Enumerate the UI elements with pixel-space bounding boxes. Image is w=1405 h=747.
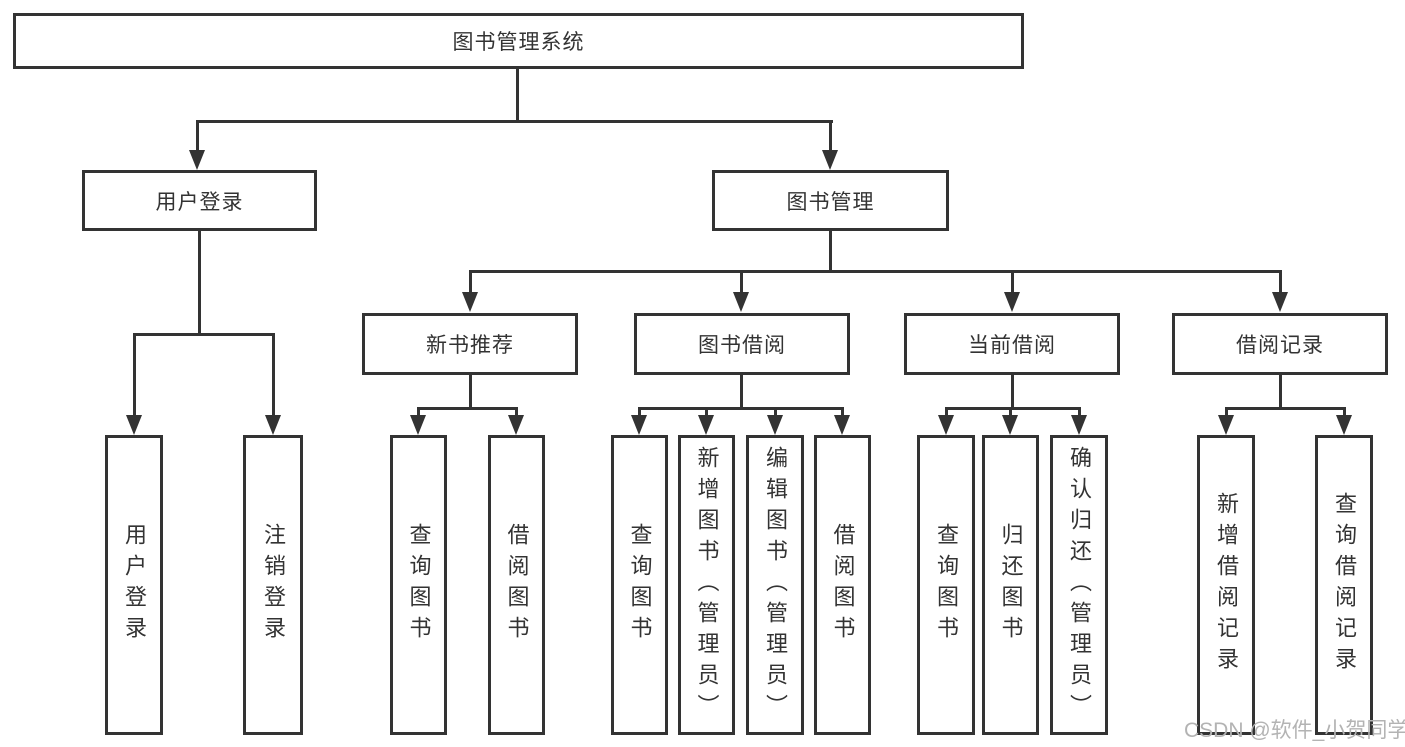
connector-line xyxy=(1279,270,1282,293)
leaf-add-borrow-record: 新增借阅记录 xyxy=(1197,435,1255,735)
leaf-logout: 注销登录 xyxy=(243,435,303,735)
connector-line xyxy=(469,270,1282,273)
node-new-book-recommend: 新书推荐 xyxy=(362,313,578,375)
connector-line xyxy=(945,407,948,419)
arrow-down-icon xyxy=(938,415,954,435)
arrow-down-icon xyxy=(410,415,426,435)
connector-line xyxy=(198,231,201,333)
connector-line xyxy=(1279,375,1282,407)
arrow-down-icon xyxy=(1272,292,1288,312)
leaf-query-book-borrow: 查询图书 xyxy=(611,435,668,735)
connector-line xyxy=(1225,407,1346,410)
arrow-down-icon xyxy=(822,150,838,170)
connector-line xyxy=(469,270,472,293)
connector-line xyxy=(469,375,472,407)
arrow-down-icon xyxy=(733,292,749,312)
arrow-down-icon xyxy=(265,415,281,435)
connector-line xyxy=(705,407,708,419)
connector-line xyxy=(638,407,641,419)
arrow-down-icon xyxy=(189,150,205,170)
connector-line xyxy=(272,333,275,417)
leaf-query-borrow-record: 查询借阅记录 xyxy=(1315,435,1373,735)
arrow-down-icon xyxy=(631,415,647,435)
connector-line xyxy=(740,375,743,407)
node-library-system: 图书管理系统 xyxy=(13,13,1024,69)
leaf-add-book-admin: 新增图书（管理员） xyxy=(678,435,735,735)
connector-line xyxy=(1009,407,1012,419)
leaf-user-login: 用户登录 xyxy=(105,435,163,735)
arrow-down-icon xyxy=(508,415,524,435)
node-borrow-records: 借阅记录 xyxy=(1172,313,1388,375)
connector-line xyxy=(1011,270,1014,293)
connector-line xyxy=(417,407,518,410)
connector-line xyxy=(516,69,519,120)
leaf-borrow-book: 借阅图书 xyxy=(814,435,871,735)
arrow-down-icon xyxy=(1336,415,1352,435)
connector-line xyxy=(740,270,743,293)
node-book-borrow: 图书借阅 xyxy=(634,313,850,375)
connector-line xyxy=(638,407,844,410)
connector-line xyxy=(515,407,518,419)
node-user-login: 用户登录 xyxy=(82,170,317,231)
node-current-borrow: 当前借阅 xyxy=(904,313,1120,375)
arrow-down-icon xyxy=(126,415,142,435)
connector-line xyxy=(1343,407,1346,419)
arrow-down-icon xyxy=(1071,415,1087,435)
leaf-query-book-recommend: 查询图书 xyxy=(390,435,447,735)
arrow-down-icon xyxy=(1004,292,1020,312)
leaf-borrow-book-recommend: 借阅图书 xyxy=(488,435,545,735)
connector-line xyxy=(1225,407,1228,419)
leaf-edit-book-admin: 编辑图书（管理员） xyxy=(746,435,804,735)
connector-line xyxy=(945,407,1081,410)
connector-line xyxy=(774,407,777,419)
watermark: CSDN @软件_小贺同学 xyxy=(1184,719,1405,742)
arrow-down-icon xyxy=(767,415,783,435)
connector-line xyxy=(829,120,832,152)
arrow-down-icon xyxy=(1218,415,1234,435)
leaf-return-book: 归还图书 xyxy=(982,435,1039,735)
arrow-down-icon xyxy=(698,415,714,435)
leaf-query-book-current: 查询图书 xyxy=(917,435,975,735)
arrow-down-icon xyxy=(834,415,850,435)
connector-line xyxy=(829,231,832,270)
leaf-confirm-return-admin: 确认归还（管理员） xyxy=(1050,435,1108,735)
connector-line xyxy=(1078,407,1081,419)
connector-line xyxy=(1011,375,1014,407)
arrow-down-icon xyxy=(462,292,478,312)
connector-line xyxy=(841,407,844,419)
connector-line xyxy=(196,120,199,152)
node-book-management: 图书管理 xyxy=(712,170,949,231)
connector-line xyxy=(133,333,136,417)
arrow-down-icon xyxy=(1002,415,1018,435)
connector-line xyxy=(196,120,833,123)
connector-line xyxy=(417,407,420,419)
connector-line xyxy=(133,333,275,336)
